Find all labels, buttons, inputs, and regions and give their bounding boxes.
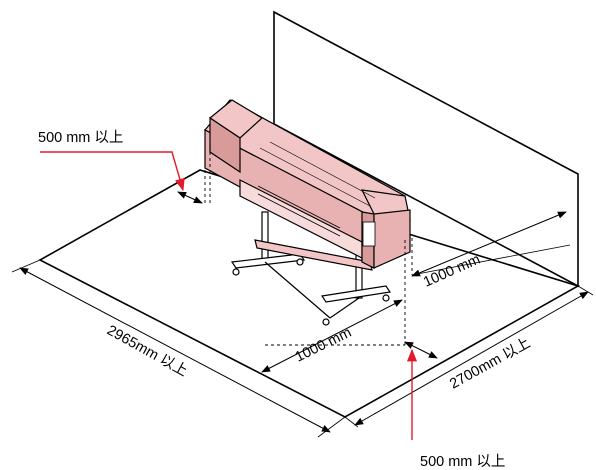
rear-clearance-arrow (411, 211, 567, 277)
top-clearance-arrow (177, 191, 203, 204)
printer-stand (230, 211, 392, 326)
printer-body (204, 99, 411, 269)
depth-dimension (344, 285, 594, 428)
bottom-clearance-label: 500 mm 以上 (420, 453, 505, 470)
bottom-clearance-arrow (404, 341, 438, 359)
top-clearance-label: 500 mm 以上 (38, 129, 123, 146)
front-clearance-arrow (261, 299, 403, 373)
width-dimension (11, 259, 346, 438)
top-callout-arrow (40, 151, 185, 192)
